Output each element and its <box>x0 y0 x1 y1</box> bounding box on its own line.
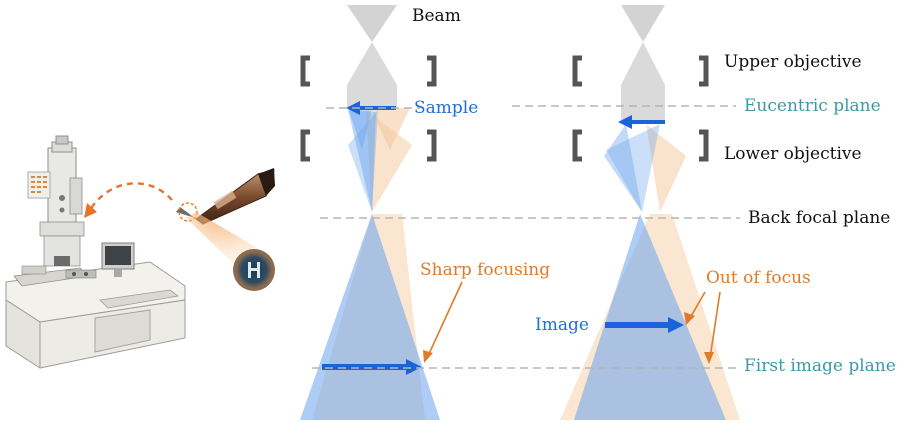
label-eucentric-plane: Eucentric plane <box>744 96 881 116</box>
ray-diagram-sharp <box>300 5 440 420</box>
label-image: Image <box>535 315 589 335</box>
label-sample: Sample <box>414 98 479 118</box>
microscope-illustration <box>5 135 186 369</box>
label-upper-objective: Upper objective <box>724 52 862 72</box>
sample-grid-icon <box>233 249 275 291</box>
plane-lines <box>312 105 740 369</box>
callout-arrowheads <box>423 312 714 364</box>
label-sharp-focusing: Sharp focusing <box>420 260 551 280</box>
label-first-image-plane: First image plane <box>744 356 896 376</box>
ray-diagram-defocus <box>560 5 740 420</box>
label-beam: Beam <box>412 6 461 26</box>
label-out-of-focus: Out of focus <box>706 268 811 288</box>
insertion-arrow <box>84 182 173 218</box>
label-back-focal-plane: Back focal plane <box>748 208 891 228</box>
callout-arrows <box>427 281 721 359</box>
label-lower-objective: Lower objective <box>724 144 862 164</box>
